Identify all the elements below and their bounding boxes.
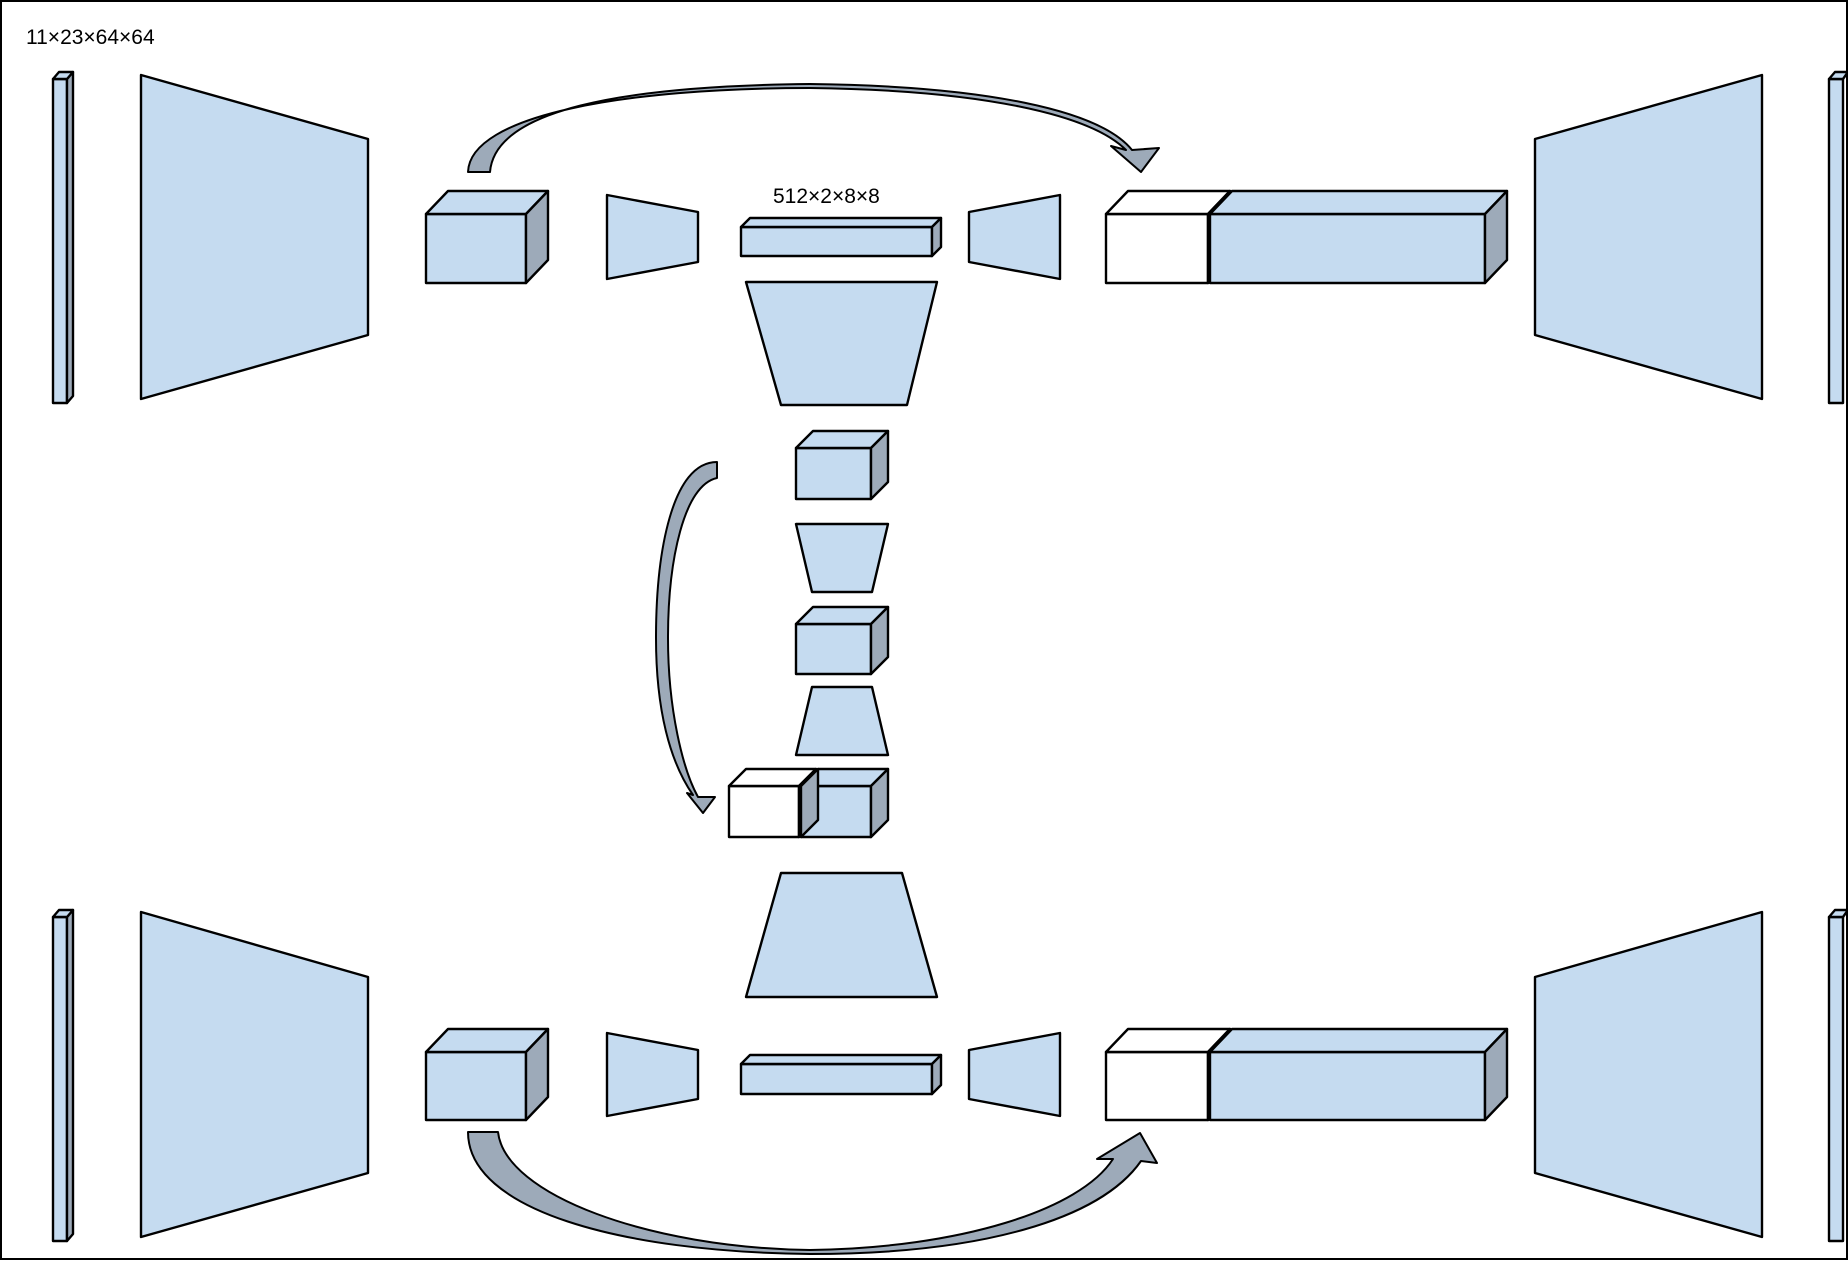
top-output-slab: [1827, 70, 1848, 405]
top-down-trapezoid: [605, 193, 700, 281]
center-cube-2: [794, 605, 890, 676]
top-skip-arrow: [467, 83, 1160, 173]
bottom-bottleneck-slab: [739, 1053, 943, 1096]
center-concat-cube: [799, 767, 890, 839]
center-skip-arrow: [655, 461, 718, 814]
bottom-output-slab: [1827, 908, 1848, 1243]
center-down-trapezoid-2: [794, 522, 890, 594]
bottom-concat-long-cube: [1208, 1027, 1509, 1122]
top-encoder-trapezoid: [139, 73, 370, 401]
top-feature-cube-1: [424, 189, 550, 285]
center-down-trapezoid-1: [744, 280, 939, 407]
input-shape-label: 11×23×64×64: [26, 26, 155, 49]
top-input-slab: [51, 70, 75, 405]
center-up-trapezoid-1: [794, 685, 890, 757]
bottom-input-slab: [51, 908, 75, 1243]
bottom-decoder-trapezoid: [1533, 910, 1764, 1239]
top-decoder-trapezoid: [1533, 73, 1764, 401]
top-up-trapezoid: [967, 193, 1062, 281]
top-concat-long-cube: [1208, 189, 1509, 285]
top-bottleneck-slab: [739, 216, 943, 258]
bottom-up-trapezoid: [967, 1031, 1062, 1118]
center-up-trapezoid-2: [744, 871, 939, 999]
bottom-encoder-trapezoid: [139, 910, 370, 1239]
center-cube-1: [794, 429, 890, 501]
bottleneck-shape-label: 512×2×8×8: [773, 185, 880, 208]
bottom-skip-arrow: [467, 1131, 1158, 1255]
bottom-down-trapezoid: [605, 1031, 700, 1118]
bottom-feature-cube-1: [424, 1027, 550, 1122]
